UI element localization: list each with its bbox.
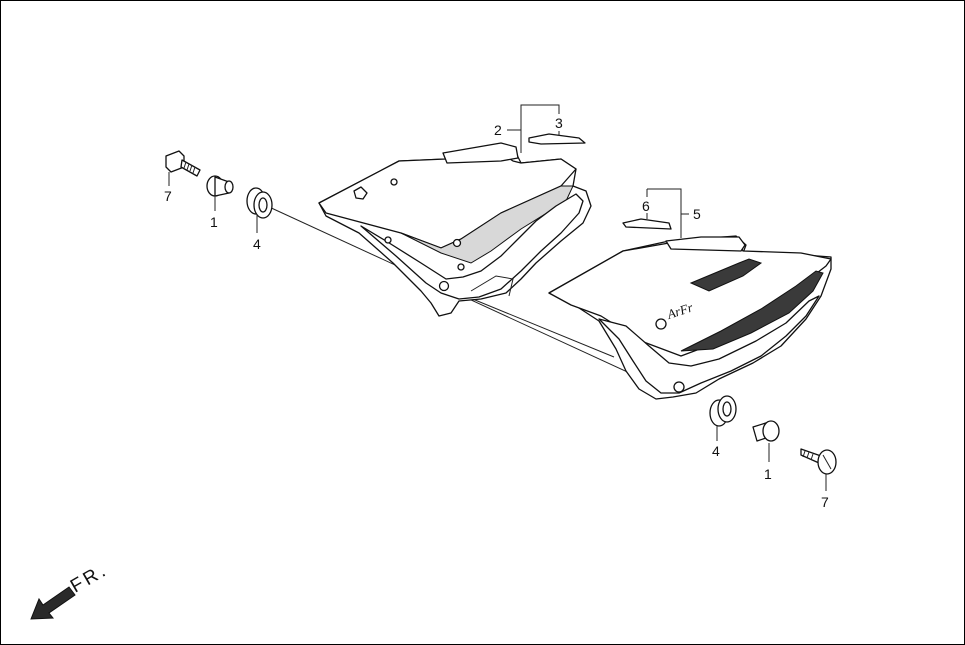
left-side-cover bbox=[318, 150, 592, 317]
collar-1-right bbox=[752, 420, 780, 442]
mount-hole bbox=[452, 238, 462, 248]
screw-7-right bbox=[800, 448, 837, 475]
callout-6: 6 bbox=[642, 198, 650, 214]
grommet-seat bbox=[438, 280, 450, 292]
emblem-circle-icon bbox=[655, 318, 667, 330]
front-direction-arrow-icon bbox=[30, 586, 76, 620]
callout-2: 2 bbox=[494, 122, 502, 138]
callout-3: 3 bbox=[555, 115, 563, 131]
right-side-cover: ArFr bbox=[548, 235, 832, 400]
screw-7-left bbox=[165, 150, 201, 177]
trim-piece-2 bbox=[442, 142, 519, 164]
grommet-4-right bbox=[709, 395, 737, 427]
collar-1-left bbox=[206, 175, 234, 197]
grommet-seat bbox=[673, 381, 685, 393]
grommet-4-left bbox=[246, 187, 273, 219]
callout-1-right: 1 bbox=[764, 466, 772, 482]
callout-5: 5 bbox=[693, 206, 701, 222]
callout-7-left: 7 bbox=[164, 188, 172, 204]
trim-strip-6 bbox=[622, 218, 672, 230]
mount-hole bbox=[390, 178, 398, 186]
trim-strip-3 bbox=[528, 133, 586, 145]
callout-1-left: 1 bbox=[210, 214, 218, 230]
callout-7-right: 7 bbox=[821, 494, 829, 510]
badge-icon bbox=[353, 186, 368, 200]
callout-4-right: 4 bbox=[712, 443, 720, 459]
mount-hole bbox=[457, 263, 465, 271]
mount-hole bbox=[384, 236, 392, 244]
front-direction-label: FR. bbox=[67, 559, 112, 597]
callout-4-left: 4 bbox=[253, 236, 261, 252]
trim-piece-5 bbox=[665, 236, 746, 252]
